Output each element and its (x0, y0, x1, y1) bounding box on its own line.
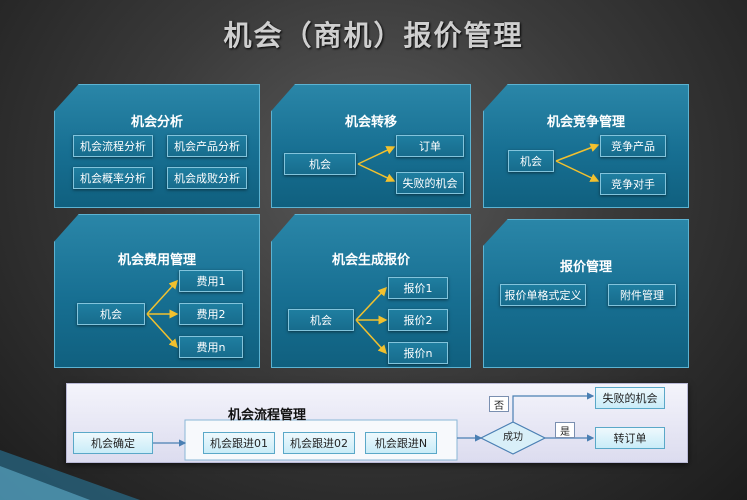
flow-start[interactable]: 机会确定 (73, 432, 153, 454)
attachment-management[interactable]: 附件管理 (608, 284, 676, 306)
quote-format-definition[interactable]: 报价单格式定义 (500, 284, 586, 306)
page-title: 机会（商机）报价管理 (223, 19, 524, 52)
panel-title: 机会转移 (344, 115, 397, 130)
panel-quote-generation: 机会生成报价 机会 报价1 报价2 报价n (271, 214, 471, 368)
quote-target-2[interactable]: 报价2 (388, 309, 448, 331)
cost-target-n[interactable]: 费用n (179, 336, 243, 358)
quote-source[interactable]: 机会 (288, 309, 354, 331)
transfer-target-order[interactable]: 订单 (396, 135, 464, 157)
panel-title: 机会分析 (130, 115, 183, 130)
analysis-item-product[interactable]: 机会产品分析 (167, 135, 247, 157)
panel-quote-management: 报价管理 报价单格式定义 附件管理 (483, 219, 689, 368)
transfer-source[interactable]: 机会 (284, 153, 356, 175)
panel-opportunity-transfer: 机会转移 机会 订单 失败的机会 (271, 84, 471, 208)
panel-opportunity-analysis: 机会分析 机会流程分析 机会产品分析 机会概率分析 机会成败分析 (54, 84, 260, 208)
flow-step-02[interactable]: 机会跟进02 (283, 432, 355, 454)
panel-title: 报价管理 (559, 260, 612, 275)
analysis-item-probability[interactable]: 机会概率分析 (73, 167, 153, 189)
flow-step-n[interactable]: 机会跟进N (365, 432, 437, 454)
transfer-target-failed[interactable]: 失败的机会 (396, 172, 464, 194)
analysis-item-flow[interactable]: 机会流程分析 (73, 135, 153, 157)
decorative-streak (0, 450, 140, 500)
competition-source[interactable]: 机会 (508, 150, 554, 172)
flow-success-target[interactable]: 转订单 (595, 427, 665, 449)
panel-title: 机会费用管理 (117, 253, 196, 268)
flow-title: 机会流程管理 (227, 408, 306, 423)
panel-cost: 机会费用管理 机会 费用1 费用2 费用n (54, 214, 260, 368)
flow-decision: 成功 (503, 432, 523, 443)
analysis-item-outcome[interactable]: 机会成败分析 (167, 167, 247, 189)
competition-target-rival[interactable]: 竞争对手 (600, 173, 666, 195)
quote-target-n[interactable]: 报价n (388, 342, 448, 364)
flow-no-label: 否 (489, 396, 509, 412)
panel-competition: 机会竞争管理 机会 竞争产品 竞争对手 (483, 84, 689, 208)
cost-source[interactable]: 机会 (77, 303, 145, 325)
panel-opportunity-flow: 机会流程管理 机会确定 机会跟进01 机会跟进02 机会跟进N 成功 否 是 失… (66, 383, 688, 463)
flow-fail-target[interactable]: 失败的机会 (595, 387, 665, 409)
flow-yes-label: 是 (555, 422, 575, 438)
cost-target-1[interactable]: 费用1 (179, 270, 243, 292)
flow-step-01[interactable]: 机会跟进01 (203, 432, 275, 454)
quote-target-1[interactable]: 报价1 (388, 277, 448, 299)
panel-title: 机会竞争管理 (546, 115, 625, 130)
competition-target-product[interactable]: 竞争产品 (600, 135, 666, 157)
panel-title: 机会生成报价 (331, 253, 410, 268)
cost-target-2[interactable]: 费用2 (179, 303, 243, 325)
